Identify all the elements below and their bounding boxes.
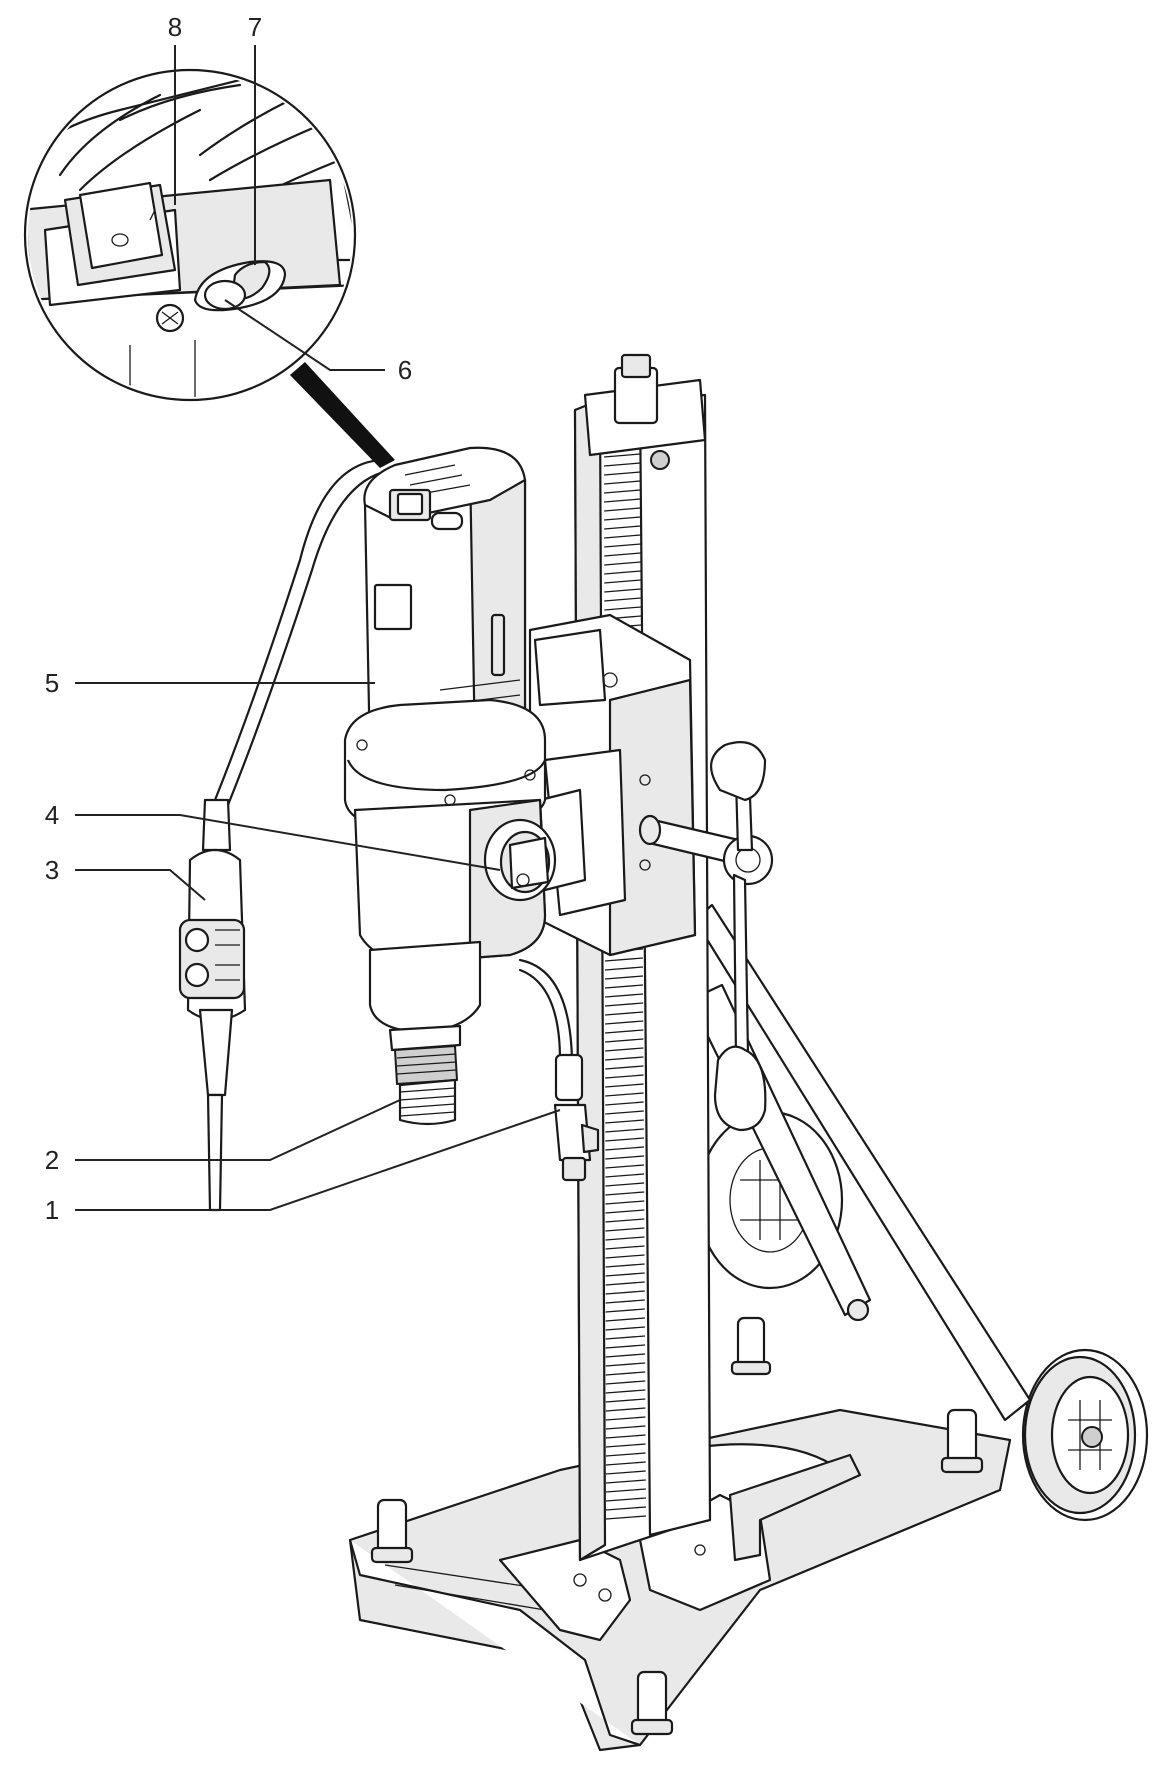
switch-detail-magnifier [23,68,395,468]
callout-2: 2 [45,1145,59,1175]
callout-leaders [75,45,561,1211]
stand-carriage [528,613,697,957]
stand-wheels [696,1110,1149,1522]
gear-selector [483,818,557,902]
callout-8: 8 [168,12,182,42]
callout-5: 5 [45,668,59,698]
callout-7: 7 [248,12,262,42]
cables [213,458,600,1182]
stand-column [573,353,712,1562]
callout-3: 3 [45,855,59,885]
feed-handle [638,741,774,1132]
drill-motor [343,446,557,1126]
callout-6: 6 [398,355,412,385]
prcd-switch [178,798,247,1212]
callout-1: 1 [45,1195,59,1225]
callout-labels: 1 2 3 4 5 6 7 8 [45,12,412,1225]
callout-4: 4 [45,800,59,830]
